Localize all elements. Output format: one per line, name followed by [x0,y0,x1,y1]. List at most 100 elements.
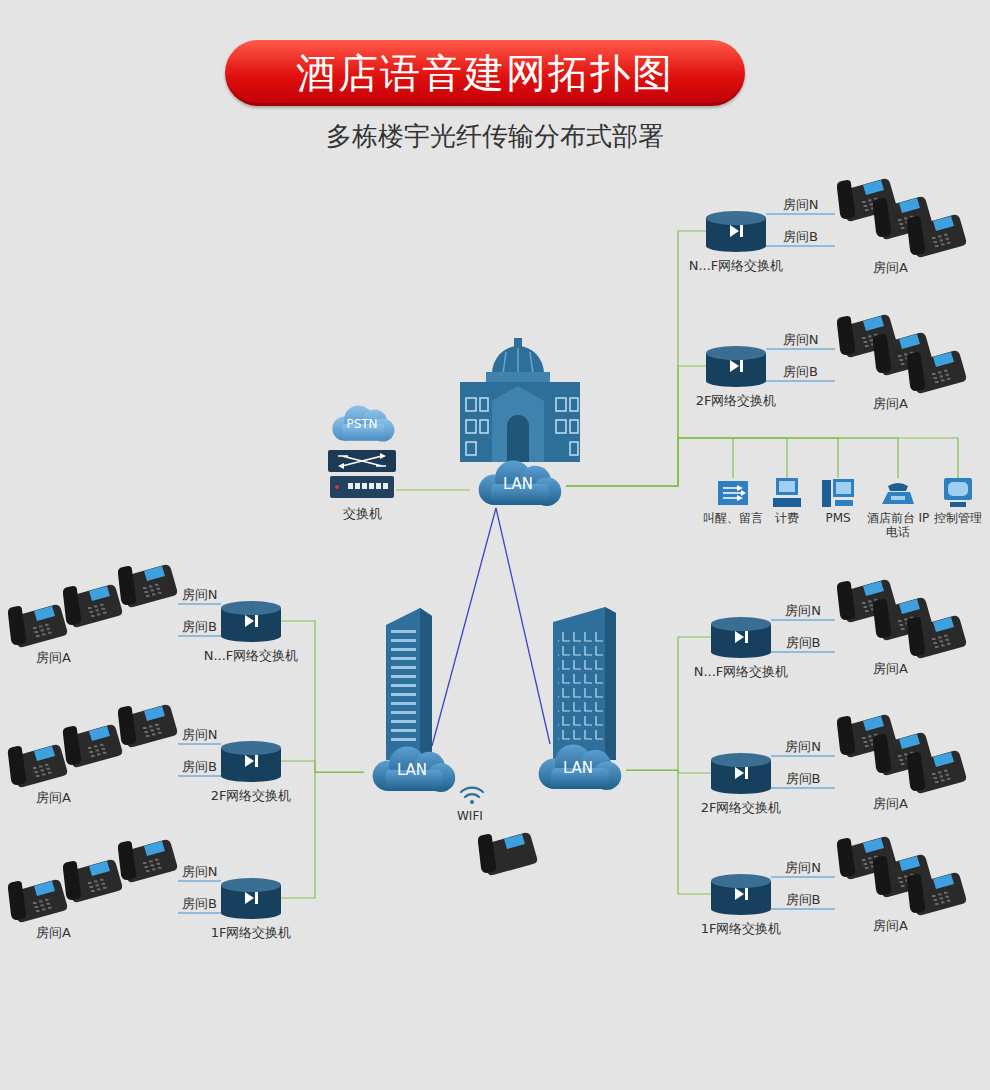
drawing-part [946,774,950,776]
drawing-part [944,892,948,894]
drawing-part [8,746,26,785]
drawing-part [933,752,954,767]
drawing-part [907,216,925,255]
drawing-part [864,863,868,865]
connector-line [566,231,706,486]
drawing-part [558,632,603,744]
drawing-part [42,773,46,775]
node-icon [835,172,967,258]
drawing-part [901,628,905,630]
drawing-part [39,625,43,627]
drawing-part [932,373,936,375]
drawing-part [103,887,107,889]
drawing-part [34,881,55,896]
drawing-part [146,870,150,872]
network-switch: 2F网络交换机 [706,345,766,387]
drawing-part [864,741,868,743]
drawing-part [947,242,951,244]
drawing-part [94,605,98,607]
drawing-part [118,840,177,882]
drawing-part [941,644,945,646]
drawing-part [605,607,616,760]
drawing-part [39,900,43,902]
drawing-part [745,888,748,900]
node-icon [942,478,974,508]
drawing-part [735,631,744,643]
cloud-label: LAN [397,761,427,779]
room-line-label: 房间N [783,604,823,619]
node-icon [711,616,771,658]
drawing-part [152,733,156,735]
drawing-part [745,631,748,643]
drawing-part [882,492,914,504]
drawing-part [466,398,578,455]
drawing-part [36,910,40,912]
drawing-part [245,755,254,767]
connector-line [771,908,835,909]
drawing-part [376,483,381,489]
drawing-part [862,737,866,739]
room-line-label: 房间B [781,365,820,380]
drawing-part [946,374,950,376]
drawing-part [933,352,954,367]
drawing-part [899,334,920,349]
room-line-label: 房间N [180,728,220,743]
node-label: 房间A [873,260,908,276]
drawing-part [907,752,925,791]
drawing-part [935,903,939,905]
drawing-part [735,888,744,900]
node-icon [822,478,854,508]
drawing-part [144,566,165,581]
node-label: 计费 [775,512,799,526]
connector-line [771,619,835,620]
drawing-part [901,227,905,229]
drawing-part [466,420,476,433]
drawing-part [868,735,872,737]
drawing-part [711,874,771,888]
drawing-part [466,442,476,455]
drawing-part [391,630,416,745]
drawing-part [143,862,147,864]
drawing-part [338,456,386,466]
network-switch: N...F网络交换机 [221,600,281,642]
drawing-part [940,640,944,642]
drawing-part [718,481,748,505]
drawing-part [96,609,100,611]
drawing-part [944,770,948,772]
drawing-part [907,616,966,658]
drawing-part [88,607,92,609]
connector-line [766,380,835,381]
drawing-part [938,771,942,773]
connector-line [771,787,835,788]
drawing-part [151,589,155,591]
drawing-part [862,337,866,339]
drawing-part [221,770,281,782]
node-label: 房间A [873,796,908,812]
connector-line [566,438,958,486]
drawing-part [870,339,874,341]
drawing-part [711,874,771,915]
drawing-part [947,378,951,380]
drawing-part [934,899,938,901]
drawing-part [863,581,884,596]
drawing-part [737,485,746,501]
drawing-part [41,904,45,906]
cloud-label: PSTN [346,417,377,431]
drawing-part [934,241,938,243]
drawing-part [900,881,904,883]
drawing-part [33,627,37,629]
drawing-part [837,715,966,793]
connector-line [766,348,835,349]
node-label: 2F网络交换机 [701,800,782,816]
drawing-part [864,606,868,608]
room-line-label: 房间B [784,772,823,787]
drawing-part [865,345,869,347]
drawing-part [940,375,944,377]
drawing-part [335,485,339,489]
drawing-part [97,753,101,755]
drawing-part [332,405,394,441]
drawing-part [873,599,891,638]
network-switch: 1F网络交换机 [711,873,771,915]
drawing-part [773,478,801,507]
